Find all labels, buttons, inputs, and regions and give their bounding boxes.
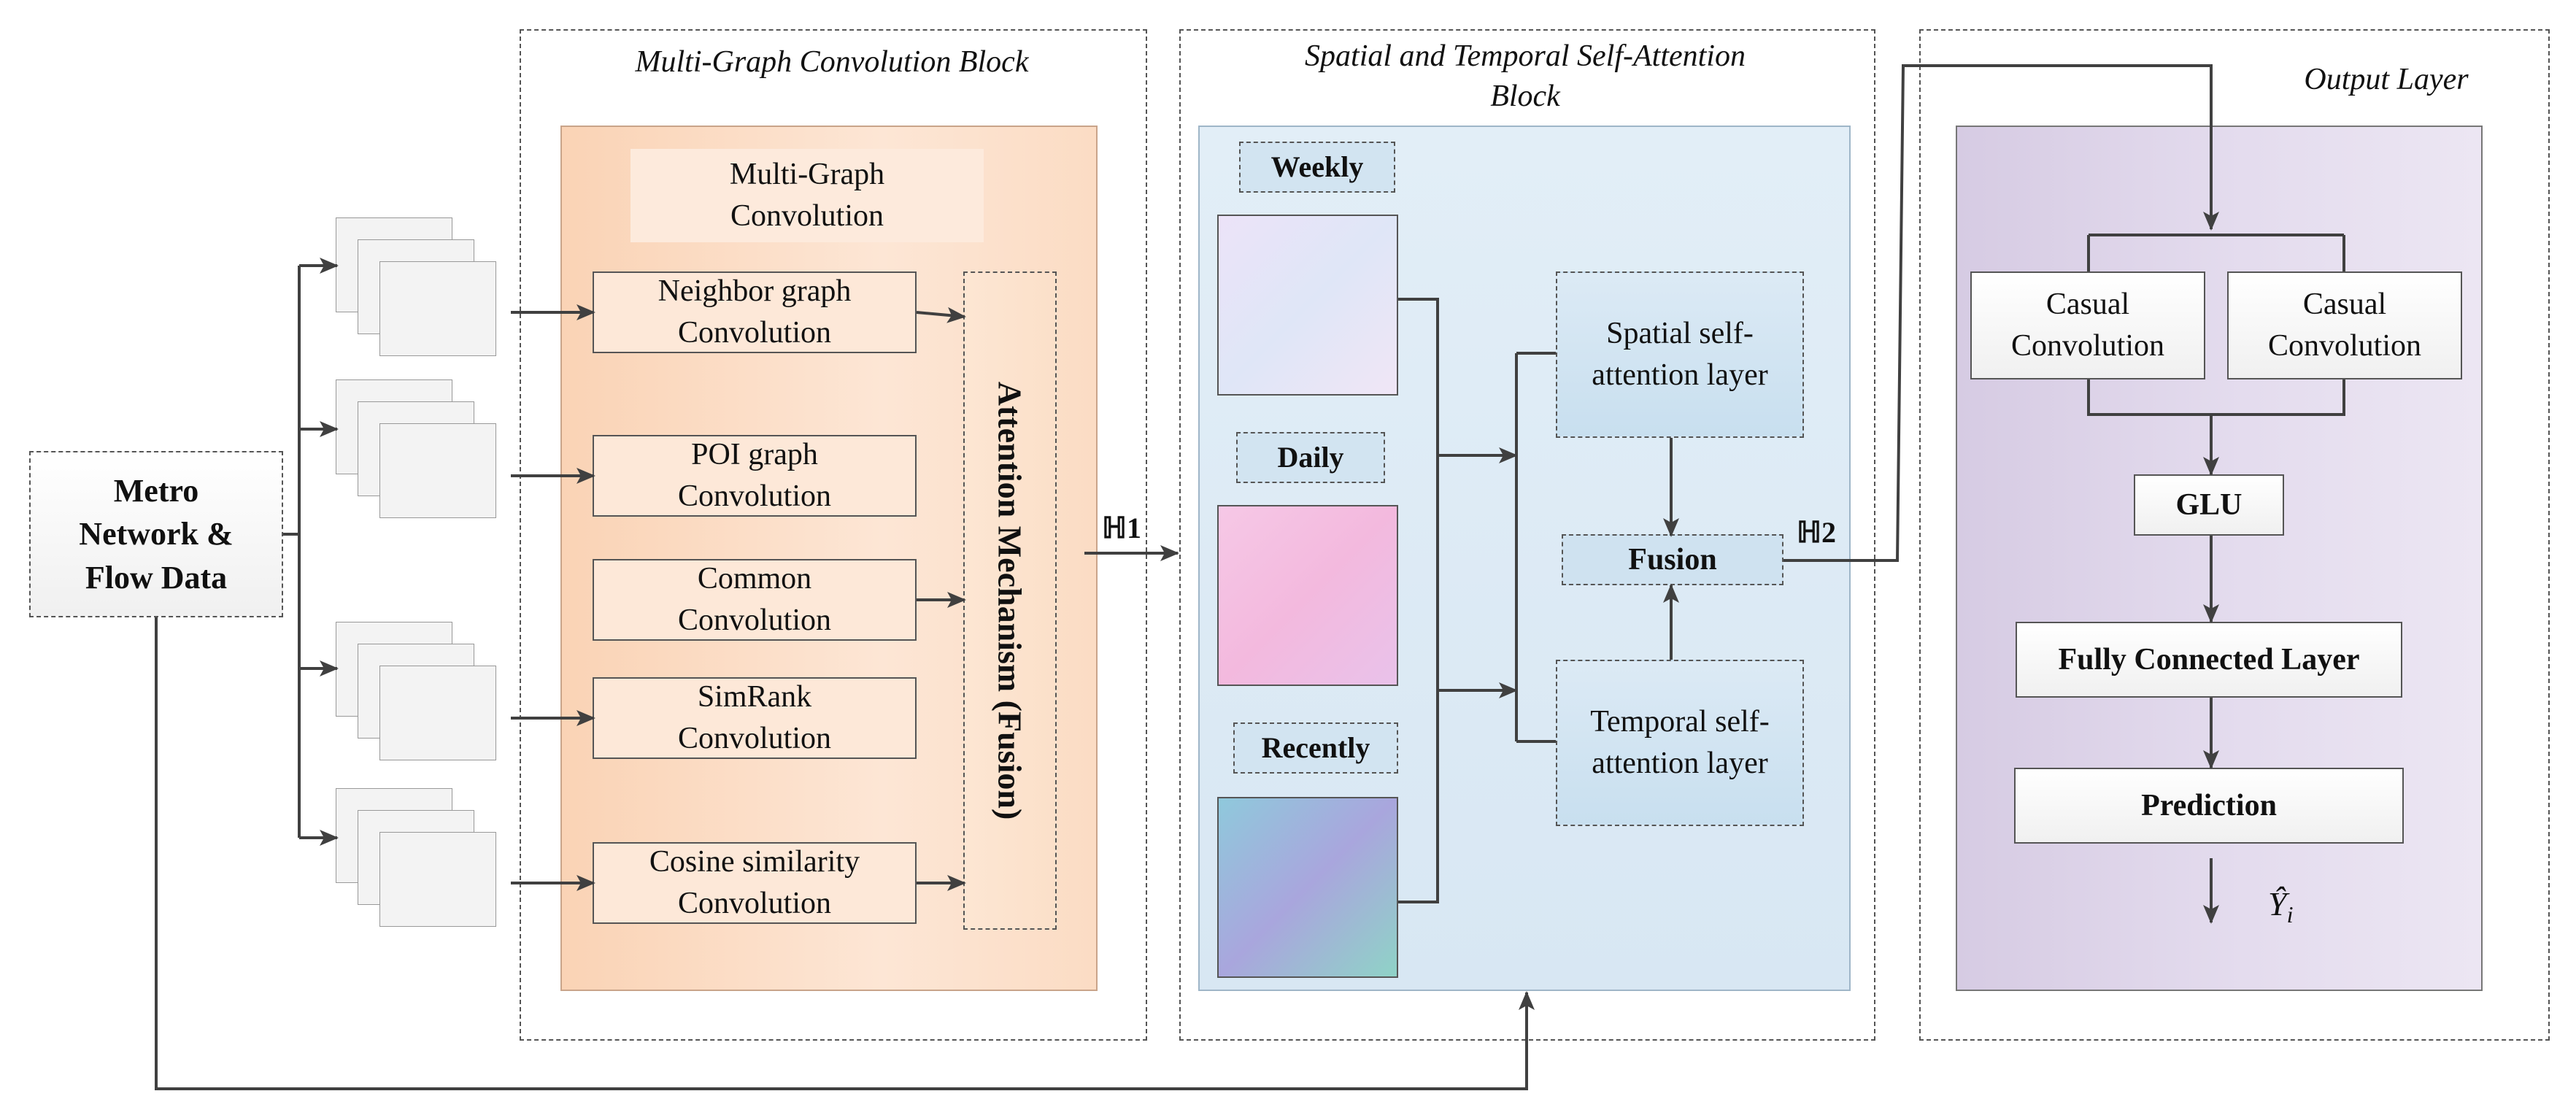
metro-map-thumb: [379, 261, 496, 356]
y-hat-subscript: i: [2286, 901, 2294, 928]
glu-label: GLU: [2175, 487, 2243, 522]
weekly-grid-link: [1398, 298, 1439, 903]
h1-label: ℍ1: [1102, 512, 1141, 544]
spatial-attention-label: Spatial self-attention layer: [1592, 317, 1768, 392]
conv-merge: [2087, 379, 2345, 416]
neighbor-conv-label: Neighbor graph Convolution: [658, 274, 852, 350]
weekly-label-box: Weekly: [1239, 142, 1395, 193]
temporal-attention-box: Temporal self-attention layer: [1556, 660, 1804, 826]
input-skip-connection: [155, 617, 1535, 1090]
daily-label: Daily: [1277, 441, 1344, 474]
metro-map-thumb: [379, 423, 496, 518]
fully-connected-label: Fully Connected Layer: [2058, 642, 2360, 676]
input-data-label: Metro Network & Flow Data: [79, 472, 234, 595]
daily-grid: [1217, 505, 1398, 686]
fully-connected-box: Fully Connected Layer: [2016, 622, 2402, 698]
common-conv-label: Common Convolution: [677, 562, 832, 637]
metro-map-stack-2: [336, 379, 496, 518]
poi-conv-label: POI graph Convolution: [677, 438, 832, 513]
weekly-grid: [1217, 215, 1398, 396]
cosine-conv-box: Cosine similarity Convolution: [593, 842, 917, 924]
neighbor-to-attention-arrow: [916, 307, 966, 323]
h2-path: [1783, 64, 2219, 562]
mgc-header-label: Multi-Graph Convolution: [729, 158, 885, 233]
input-data-box: Metro Network & Flow Data: [29, 451, 283, 617]
h2-label: ℍ2: [1797, 516, 1836, 549]
recently-grid: [1217, 797, 1398, 978]
stsa-block-title: Spatial and Temporal Self-Attention Bloc…: [1305, 39, 1746, 113]
causal-conv-box-2: Casual Convolution: [2227, 271, 2462, 379]
mgc-block-frame: [520, 29, 1147, 1041]
mgc-block-title: Multi-Graph Convolution Block: [635, 45, 1029, 79]
simrank-conv-box: SimRank Convolution: [593, 677, 917, 759]
output-block-title: Output Layer: [2304, 63, 2469, 96]
weekly-label: Weekly: [1270, 150, 1364, 183]
recently-label: Recently: [1261, 731, 1370, 764]
fusion-box: Fusion: [1562, 534, 1783, 585]
fusion-label: Fusion: [1628, 542, 1717, 577]
recently-label-box: Recently: [1233, 722, 1398, 774]
metro-map-stack-3: [336, 622, 496, 760]
mgc-header: Multi-Graph Convolution: [630, 149, 984, 242]
metro-map-stack-1: [336, 217, 496, 356]
poi-conv-box: POI graph Convolution: [593, 435, 917, 517]
metro-map-thumb: [379, 832, 496, 927]
y-hat-output: Ŷi: [2268, 884, 2293, 928]
temporal-attention-label: Temporal self-attention layer: [1590, 705, 1770, 780]
metro-map-thumb: [379, 666, 496, 760]
attention-mechanism-box: Attention Mechanism (Fusion): [963, 271, 1057, 930]
spatial-attention-box: Spatial self-attention layer: [1556, 271, 1804, 438]
causal-conv-box-1: Casual Convolution: [1970, 271, 2205, 379]
prediction-box: Prediction: [2014, 768, 2404, 844]
simrank-conv-label: SimRank Convolution: [677, 680, 832, 755]
metro-map-stack-4: [336, 788, 496, 927]
neighbor-conv-box: Neighbor graph Convolution: [593, 271, 917, 353]
causal-conv-label-1: Casual Convolution: [2010, 288, 2165, 363]
output-panel: [1956, 126, 2483, 991]
cosine-conv-label: Cosine similarity Convolution: [649, 845, 860, 920]
glu-box: GLU: [2134, 474, 2284, 536]
common-conv-box: Common Convolution: [593, 559, 917, 641]
causal-conv-label-2: Casual Convolution: [2267, 288, 2422, 363]
daily-label-box: Daily: [1236, 432, 1385, 483]
output-block-frame: [1919, 29, 2550, 1041]
y-hat-symbol: Ŷ: [2268, 885, 2287, 922]
prediction-label: Prediction: [2141, 788, 2277, 822]
